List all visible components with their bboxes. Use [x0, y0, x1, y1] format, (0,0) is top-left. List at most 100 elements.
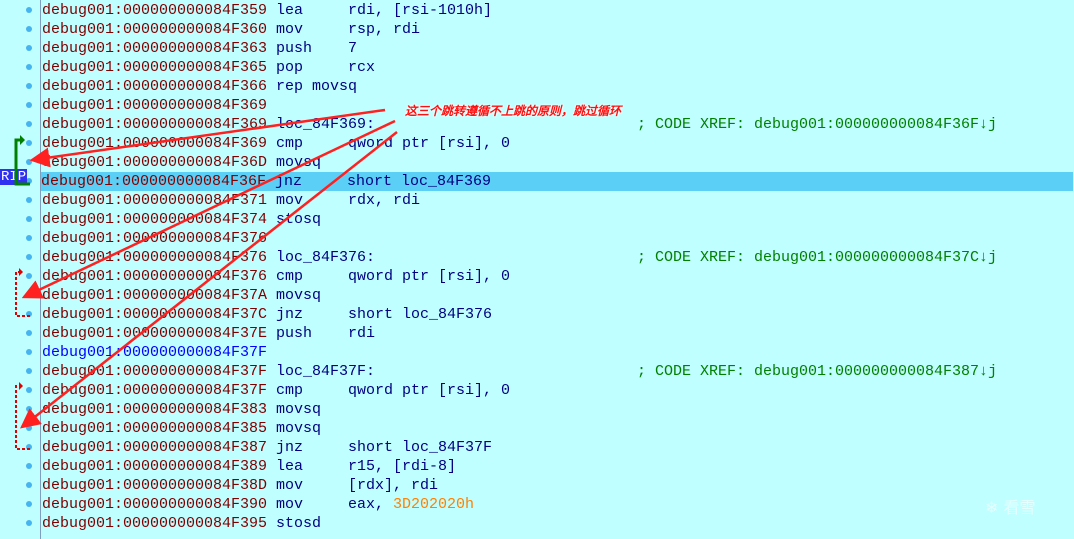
immediate-value: 3D202020h — [393, 496, 475, 513]
annotation-arrow-1 — [29, 108, 386, 168]
code-line[interactable]: debug001:000000000084F389 lea r15, [rdi-8] — [42, 457, 1074, 476]
line-address: debug001:000000000084F369 — [42, 116, 268, 133]
line-address: debug001:000000000084F37A — [42, 287, 268, 304]
line-address: debug001:000000000084F37F — [42, 382, 268, 399]
line-address: debug001:000000000084F369 — [42, 97, 268, 114]
breakpoint-dot[interactable] — [26, 159, 32, 165]
code-line[interactable]: debug001:000000000084F360 mov rsp, rdi — [42, 20, 1074, 39]
breakpoint-dot[interactable] — [26, 7, 32, 13]
mnemonic: mov — [276, 21, 304, 38]
breakpoint-dot[interactable] — [26, 235, 32, 241]
jump-arrow-red-dashed-1 — [15, 268, 30, 317]
breakpoint-dot[interactable] — [26, 140, 32, 146]
mnemonic: lea — [276, 458, 304, 475]
operands[interactable]: rcx — [348, 59, 376, 76]
line-address: debug001:000000000084F363 — [42, 40, 268, 57]
xref-comment[interactable]: ; CODE XREF: debug001:000000000084F37C↓j — [637, 249, 998, 266]
line-address: debug001:000000000084F360 — [42, 21, 268, 38]
annotation-arrow-3 — [20, 131, 398, 429]
breakpoint-dot[interactable] — [26, 501, 32, 507]
line-address: debug001:000000000084F366 — [42, 78, 268, 95]
breakpoint-dot[interactable] — [26, 178, 32, 184]
breakpoint-dot[interactable] — [26, 26, 32, 32]
breakpoint-dot[interactable] — [26, 463, 32, 469]
breakpoint-dot[interactable] — [26, 121, 32, 127]
mnemonic: movsq — [276, 154, 322, 171]
breakpoint-dot[interactable] — [26, 216, 32, 222]
operands[interactable]: qword ptr [rsi], 0 — [348, 135, 511, 152]
operands[interactable]: r15, [rdi-8] — [348, 458, 457, 475]
breakpoint-dot[interactable] — [26, 349, 32, 355]
code-line[interactable]: debug001:000000000084F366 rep movsq — [42, 77, 1074, 96]
breakpoint-dot[interactable] — [26, 520, 32, 526]
mnemonic: pop — [276, 59, 304, 76]
line-address: debug001:000000000084F37E — [42, 325, 268, 342]
code-line[interactable]: debug001:000000000084F376 — [42, 229, 1074, 248]
breakpoint-dot[interactable] — [26, 444, 32, 450]
breakpoint-dot[interactable] — [26, 387, 32, 393]
operands[interactable]: rdi — [348, 325, 376, 342]
jump-arrow-green — [14, 135, 30, 186]
operands[interactable]: [rdx], rdi — [348, 477, 439, 494]
operands[interactable]: rdx, rdi — [348, 192, 421, 209]
operands[interactable]: qword ptr [rsi], 0 — [348, 382, 511, 399]
watermark-logo: ❄ 看雪 — [985, 498, 1036, 517]
mnemonic: cmp — [276, 382, 304, 399]
line-address: debug001:000000000084F359 — [42, 2, 268, 19]
code-line[interactable]: debug001:000000000084F37F — [42, 343, 1074, 362]
operands[interactable]: qword ptr [rsi], 0 — [348, 268, 511, 285]
xref-comment[interactable]: ; CODE XREF: debug001:000000000084F387↓j — [637, 363, 998, 380]
breakpoint-dot[interactable] — [26, 254, 32, 260]
breakpoint-dot[interactable] — [26, 197, 32, 203]
breakpoint-dot[interactable] — [26, 45, 32, 51]
code-line[interactable]: debug001:000000000084F369cmpqword ptr [r… — [42, 134, 1074, 153]
operands[interactable]: 7 — [348, 40, 358, 57]
mnemonic: rep movsq — [276, 78, 358, 95]
mnemonic: jnz — [276, 439, 304, 456]
breakpoint-dot[interactable] — [26, 64, 32, 70]
breakpoint-dot[interactable] — [26, 330, 32, 336]
xref-comment[interactable]: ; CODE XREF: debug001:000000000084F36F↓j — [637, 116, 998, 133]
operands[interactable]: rdi, [rsi-1010h] — [348, 2, 493, 19]
operands[interactable]: eax, 3D202020h — [348, 496, 475, 513]
code-line[interactable]: debug001:000000000084F369 loc_84F369: ; CO… — [42, 115, 1074, 134]
breakpoint-dot[interactable] — [26, 482, 32, 488]
breakpoint-dot[interactable] — [26, 273, 32, 279]
operands[interactable]: short loc_84F37F — [348, 439, 493, 456]
operands[interactable]: short loc_84F376 — [348, 306, 493, 323]
code-line[interactable]: debug001:000000000084F369 — [42, 96, 1074, 115]
line-address: debug001:000000000084F38D — [42, 477, 268, 494]
mnemonic: jnz — [275, 173, 303, 190]
mnemonic: stosd — [276, 515, 322, 532]
breakpoint-dot[interactable] — [26, 311, 32, 317]
breakpoint-dot[interactable] — [26, 83, 32, 89]
breakpoint-dot[interactable] — [26, 102, 32, 108]
breakpoint-dot[interactable] — [26, 368, 32, 374]
operands[interactable]: short loc_84F369 — [347, 173, 492, 190]
annotation-text: 这三个跳转遵循不上跳的原则，跳过循环 — [405, 104, 622, 118]
operands[interactable]: rsp, rdi — [348, 21, 421, 38]
line-address: debug001:000000000084F389 — [42, 458, 268, 475]
gutter-divider — [40, 0, 41, 539]
code-line[interactable]: debug001:000000000084F37F cmp qword ptr [r… — [42, 381, 1074, 400]
mnemonic: loc_84F369: — [276, 116, 376, 133]
line-address: debug001:000000000084F376 — [42, 230, 268, 247]
